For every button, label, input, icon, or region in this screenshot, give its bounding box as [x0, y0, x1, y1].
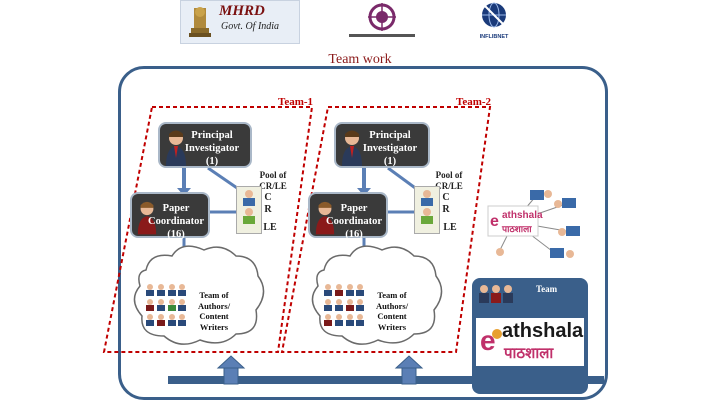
team-2-parallelogram	[280, 106, 492, 353]
pi-line-3: (1)	[383, 156, 397, 167]
cloud-line-1: Team of	[199, 290, 229, 300]
pi-line-3: (1)	[205, 156, 219, 167]
ugc-emblem-icon	[349, 3, 415, 37]
people-group-icon	[243, 190, 255, 224]
pc-line-1: Paper	[340, 203, 368, 214]
people-group-icon	[479, 285, 513, 303]
team-2-pool-label: Pool of CR/LE	[432, 170, 466, 192]
person-icon	[342, 130, 362, 166]
epathshala-logo: e athshala पाठशाला	[476, 318, 584, 366]
network-logo-hindi: पाठशाला	[502, 225, 532, 235]
epathshala-text: athshala	[502, 320, 584, 342]
pool-line-2: CR/LE	[259, 181, 287, 191]
team-1-cloud-text: Team of Authors/ Content Writers	[188, 290, 240, 332]
person-icon	[315, 201, 335, 235]
people-group-icon	[421, 190, 433, 224]
team-1-cloud	[133, 245, 265, 345]
mhrd-title: MHRD	[219, 3, 265, 19]
pc-line-2: Coordinator	[148, 216, 204, 227]
pc-line-2: Coordinator	[326, 216, 382, 227]
team-box-people	[478, 284, 514, 304]
pc-line-3: (16)	[167, 229, 185, 240]
pool-letter-c: C	[442, 192, 450, 203]
up-arrow-1	[216, 355, 246, 385]
team-2-cloud	[311, 245, 443, 345]
cloud-line-3: Content	[377, 311, 407, 321]
cloud-line-4: Writers	[199, 321, 229, 332]
pi-line-1: Principal	[369, 130, 411, 141]
team-1-pool-icons	[236, 186, 262, 234]
up-arrow-2	[394, 355, 424, 385]
team-1-pool-label: Pool of CR/LE	[256, 170, 290, 192]
pool-letter-r: R	[264, 204, 272, 215]
network-illustration: e athshala पाठशाला	[486, 182, 586, 266]
team-2-label: Team-2	[456, 96, 492, 108]
globe-icon	[482, 2, 506, 28]
team-2-pool-icons	[414, 186, 440, 234]
cloud-line-2: Authors/	[375, 300, 409, 311]
svg-text:e: e	[490, 213, 499, 230]
team-2-cloud-text: Team of Authors/ Content Writers	[366, 290, 418, 332]
pool-letter-c: C	[264, 192, 272, 203]
team-1-label: Team-1	[278, 96, 314, 108]
team-1-authors-icons	[144, 282, 186, 328]
team-1-parallelogram	[102, 106, 314, 353]
cloud-line-1: Team of	[377, 290, 407, 300]
people-group-icon	[146, 284, 186, 326]
team-2-paper-coordinator: Paper Coordinator (16)	[308, 192, 388, 240]
team-2-authors-icons	[322, 282, 364, 328]
pi-line-2: Investigator	[362, 143, 418, 154]
mhrd-logo: MHRD Govt. Of India	[180, 0, 300, 44]
network-logo-text: athshala	[502, 210, 543, 221]
cloud-line-3: Content	[199, 311, 229, 321]
pc-line-1: Paper	[162, 203, 190, 214]
mhrd-subtitle: Govt. Of India	[221, 21, 280, 32]
pc-line-3: (16)	[345, 229, 363, 240]
epathshala-hindi: पाठशाला	[504, 344, 554, 362]
pool-letter-le: LE	[443, 222, 457, 233]
ugc-logo	[336, 0, 428, 42]
pi-line-1: Principal	[191, 130, 233, 141]
cloud-line-2: Authors/	[197, 300, 231, 311]
team-1-paper-coordinator: Paper Coordinator (16)	[130, 192, 210, 240]
team-box-label: Team	[536, 284, 558, 294]
people-group-icon	[324, 284, 364, 326]
person-icon	[166, 130, 186, 166]
pool-line-2: CR/LE	[435, 181, 463, 191]
pool-line-1: Pool of	[259, 170, 287, 180]
inflibnet-caption: INFLIBNET	[479, 34, 509, 40]
person-icon	[137, 201, 157, 235]
inflibnet-logo: INFLIBNET	[474, 0, 514, 44]
diagram-title: Team work	[328, 52, 392, 67]
epathshala-e-icon: e	[480, 325, 502, 356]
outer-frame	[118, 66, 608, 400]
cloud-line-4: Writers	[377, 321, 407, 332]
pool-letter-le: LE	[263, 222, 277, 233]
pool-line-1: Pool of	[435, 170, 463, 180]
emblem-icon	[189, 7, 211, 37]
network-icon: e	[487, 190, 580, 258]
pi-line-2: Investigator	[184, 143, 240, 154]
svg-text:e: e	[480, 325, 496, 356]
team-1-principal-investigator: Principal Investigator (1)	[158, 122, 252, 168]
team-2-principal-investigator: Principal Investigator (1)	[334, 122, 430, 168]
pool-letter-r: R	[442, 204, 450, 215]
